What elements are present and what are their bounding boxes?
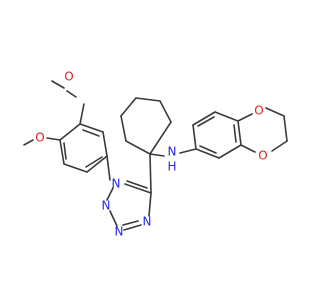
nitrogen-atom-tetrazole-2: N — [102, 199, 111, 213]
double-bond-inner — [197, 116, 215, 127]
bond — [271, 140, 288, 152]
bond — [240, 144, 256, 153]
dimethoxyphenyl-ring — [59, 123, 108, 173]
bond — [63, 163, 88, 173]
bond — [148, 192, 152, 217]
oxygen-atom-methoxy-left: O — [35, 131, 44, 145]
molecule-structure: O O N N N N N H O O — [23, 70, 288, 239]
bond — [149, 153, 152, 194]
bond — [265, 107, 285, 117]
bond — [195, 148, 220, 159]
double-bond-inner — [63, 142, 67, 160]
bond — [106, 187, 114, 201]
atom-labels: O O N N N N N H O O — [35, 70, 267, 239]
bond — [120, 115, 127, 142]
bond — [79, 123, 104, 133]
bond — [23, 139, 34, 146]
double-bond-inner — [126, 180, 148, 189]
bond — [218, 144, 242, 159]
bond — [237, 113, 253, 122]
dioxane-ring — [237, 107, 288, 153]
bond — [149, 121, 172, 155]
hydrogen-atom-amine: H — [167, 160, 176, 174]
bond — [66, 90, 77, 98]
double-bond-inner — [122, 220, 139, 226]
nitrogen-atom-tetrazole-3: N — [115, 225, 124, 239]
nitrogen-atom-tetrazole-1: N — [112, 177, 121, 191]
oxygen-atom-dioxane-top: O — [254, 104, 263, 118]
bond — [192, 111, 216, 126]
bond — [120, 97, 137, 117]
amine-linkage — [149, 148, 197, 157]
double-bond-inner — [199, 145, 217, 154]
benzodioxane-aromatic-ring — [192, 111, 242, 159]
bond — [46, 137, 61, 141]
oxygen-atom-methoxy-top: O — [64, 70, 73, 84]
bond — [102, 131, 108, 157]
bond — [59, 123, 81, 141]
bond — [192, 124, 197, 150]
bond — [124, 183, 152, 194]
bond — [79, 103, 85, 125]
bond — [86, 155, 108, 173]
bond — [214, 111, 239, 122]
cyclohexane-ring — [120, 97, 172, 194]
bond — [109, 210, 118, 227]
double-bond-inner — [233, 124, 237, 143]
double-bond-inner — [85, 156, 103, 168]
bond — [59, 139, 65, 165]
bond — [283, 115, 288, 142]
bond — [135, 97, 161, 102]
bond — [149, 153, 165, 157]
bond — [159, 100, 172, 123]
double-bond-inner — [82, 129, 100, 137]
bond — [123, 224, 142, 231]
nitrogen-atom-tetrazole-4: N — [143, 215, 152, 229]
bond — [237, 120, 242, 146]
bond — [125, 140, 151, 155]
bond — [179, 148, 197, 154]
bond — [51, 80, 65, 89]
bond — [106, 155, 111, 181]
tetrazole-ring — [106, 155, 152, 231]
nitrogen-atom-amine: N — [168, 145, 177, 159]
oxygen-atom-dioxane-bottom: O — [258, 149, 267, 163]
methoxy-groups — [23, 80, 85, 146]
